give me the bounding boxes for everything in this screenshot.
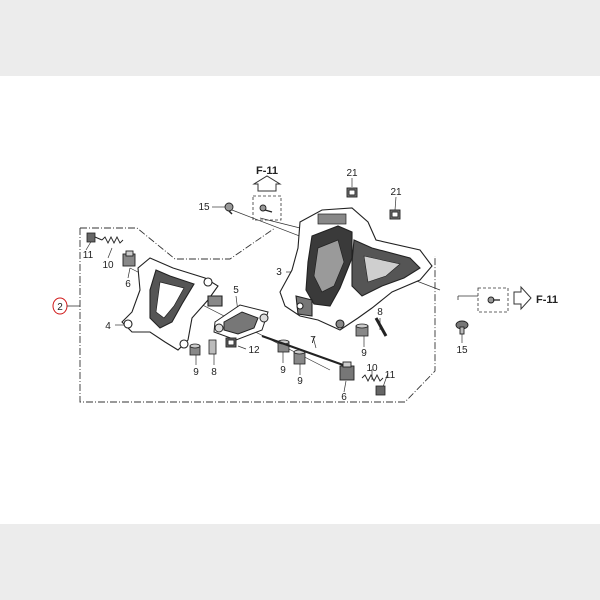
part-9-bushing-d[interactable] — [355, 323, 369, 337]
part-5-link-plate[interactable] — [213, 304, 269, 341]
label-part-11-a: 11 — [83, 250, 94, 261]
part-21-clip-b[interactable] — [389, 209, 401, 220]
ref-f11-top[interactable]: F-11 — [252, 165, 282, 192]
part-21-clip-a[interactable] — [346, 187, 358, 198]
label-part-10-b: 10 — [366, 363, 378, 374]
part-9-bushing-a[interactable] — [189, 343, 201, 356]
label-part-8-a: 8 — [211, 367, 217, 378]
part-12-clip[interactable] — [225, 337, 237, 348]
callout-part-2[interactable]: 2 — [52, 297, 80, 315]
label-part-21-a: 21 — [346, 168, 358, 179]
label-part-21-b: 21 — [390, 187, 402, 198]
part-4-bracket[interactable] — [121, 257, 223, 351]
ref-f11-right[interactable]: F-11 — [513, 285, 558, 311]
arrow-right-icon — [513, 285, 532, 311]
part-15-screw-b[interactable] — [455, 320, 469, 335]
label-part-5: 5 — [233, 285, 239, 296]
part-10-spring-right[interactable] — [361, 373, 384, 383]
part-3-mount[interactable] — [279, 207, 433, 331]
part-6-nut-right[interactable] — [339, 361, 355, 381]
label-part-6-b: 6 — [341, 392, 347, 403]
label-part-9-a: 9 — [193, 367, 199, 378]
label-part-10-a: 10 — [102, 260, 114, 271]
callout-part-2-label: 2 — [57, 302, 63, 313]
part-11-bolt-left[interactable] — [86, 232, 103, 243]
ref-f11-top-label: F-11 — [256, 165, 278, 177]
part-11-bolt-right[interactable] — [375, 385, 386, 396]
arrow-up-icon — [252, 175, 282, 192]
part-7-rod[interactable] — [261, 335, 347, 367]
part-10-spring-left[interactable] — [101, 235, 124, 245]
label-part-15-b: 15 — [456, 345, 468, 356]
label-part-7: 7 — [310, 335, 316, 346]
assembly-outline — [79, 227, 436, 403]
part-9-bushing-c[interactable] — [293, 349, 306, 365]
fastener-screw-right — [487, 296, 500, 304]
fastener-box-top — [252, 195, 282, 221]
label-part-12: 12 — [248, 345, 260, 356]
ref-f11-right-label: F-11 — [536, 294, 558, 306]
label-part-15-a: 15 — [198, 202, 210, 213]
label-part-4: 4 — [105, 321, 111, 332]
fastener-box-right — [477, 287, 509, 313]
label-part-6-a: 6 — [125, 279, 131, 290]
part-labels: 15 21 21 11 10 6 4 5 12 9 8 9 9 3 7 8 9 … — [83, 168, 468, 403]
label-part-9-b: 9 — [280, 365, 286, 376]
part-15-screw-a[interactable] — [224, 202, 234, 215]
label-part-8-b: 8 — [377, 307, 383, 318]
label-part-3: 3 — [276, 267, 282, 278]
part-8-pin-b[interactable] — [374, 317, 388, 337]
fastener-screw-top — [259, 204, 273, 213]
label-part-11-b: 11 — [385, 370, 396, 381]
label-part-9-d: 9 — [361, 348, 367, 359]
label-part-9-c: 9 — [297, 376, 303, 387]
part-8-pin-a[interactable] — [208, 339, 217, 355]
part-6-nut-left[interactable] — [122, 250, 136, 267]
